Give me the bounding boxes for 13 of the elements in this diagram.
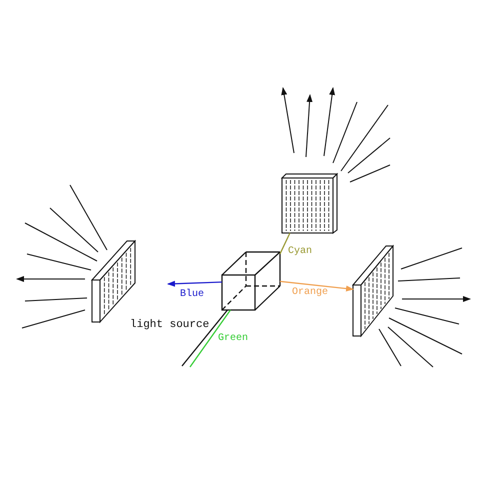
light-beam [279, 232, 290, 254]
beam-splitter-cube [221, 251, 281, 311]
light-beam [182, 310, 228, 366]
edge-label: Green [218, 334, 248, 344]
text-label: light source [130, 320, 210, 331]
light-beam [190, 310, 231, 368]
edge-label: Blue [180, 290, 204, 300]
light-beam [167, 280, 222, 287]
edge-label: Orange [292, 288, 328, 298]
grating-panel [280, 172, 338, 234]
light-beam [280, 280, 354, 292]
grating-panel [352, 244, 394, 338]
edge-label: Cyan [288, 247, 312, 257]
